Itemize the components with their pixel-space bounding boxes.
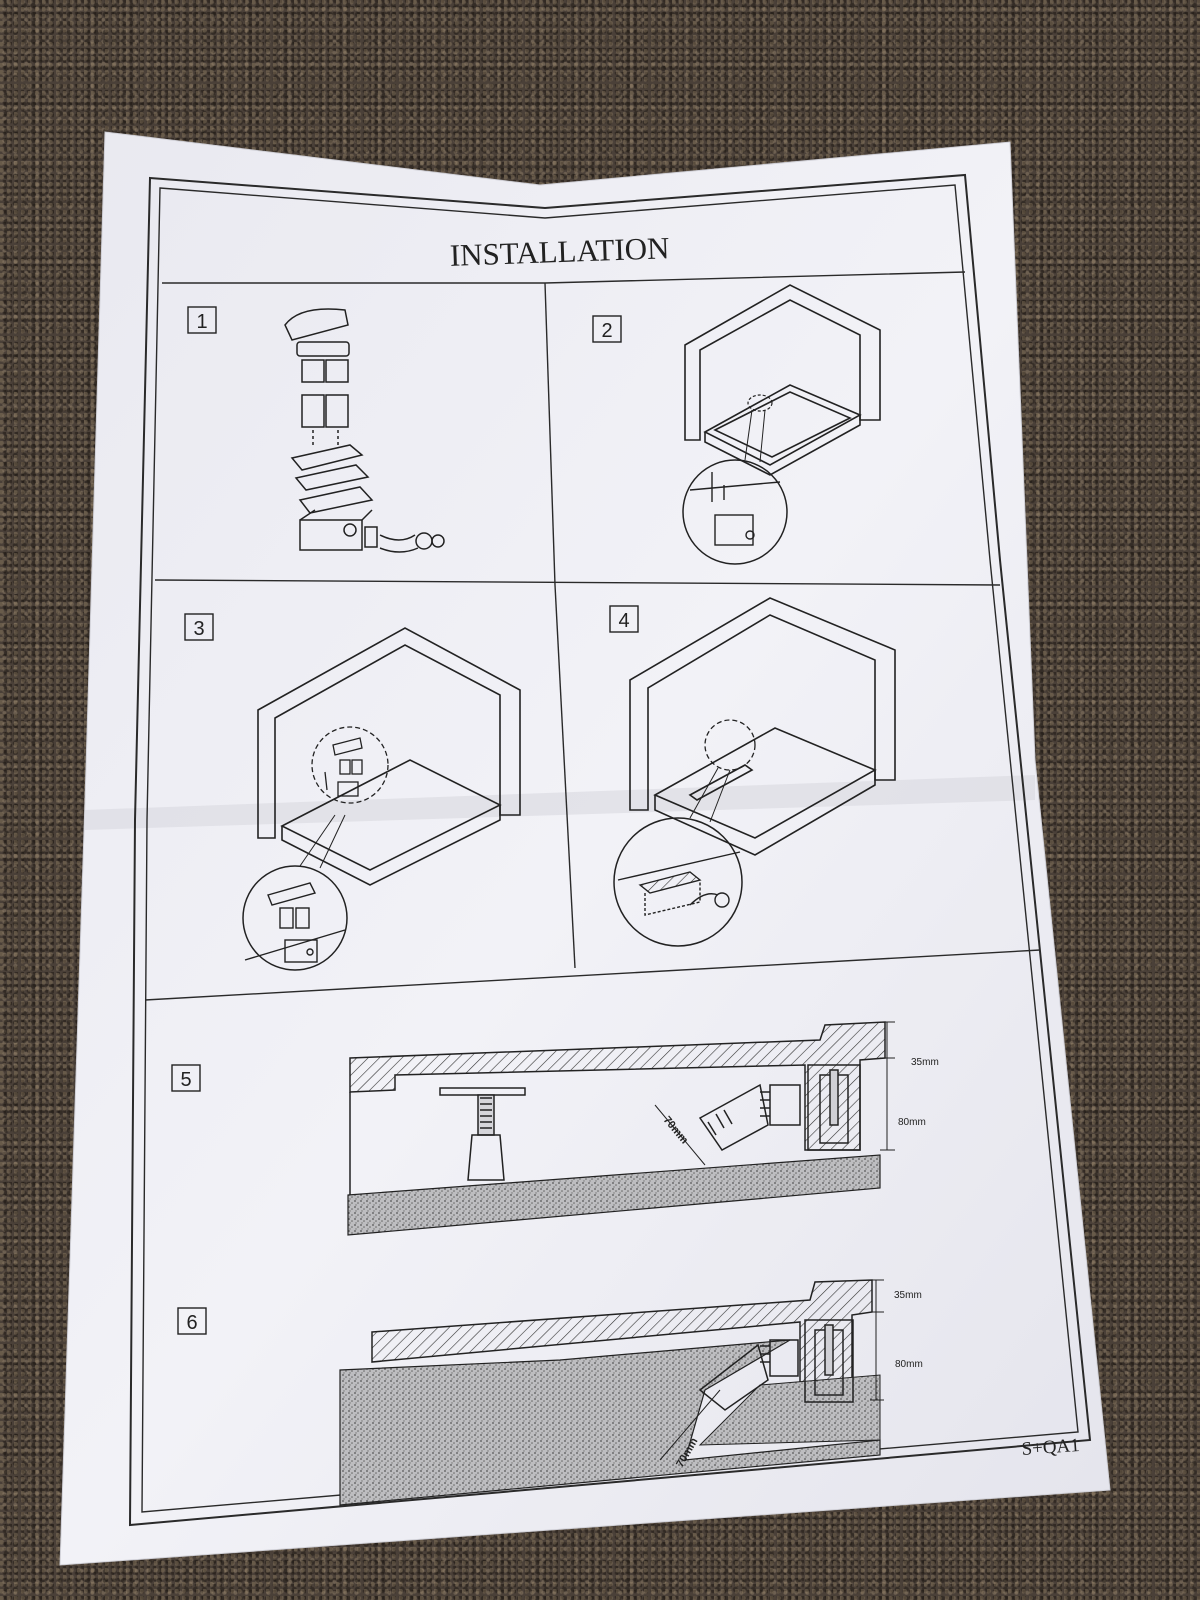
step-6-top-dimension: 35mm — [894, 1290, 922, 1301]
step-6-side-dimension: 80mm — [895, 1359, 923, 1370]
divider-row-2 — [144, 949, 1041, 1001]
step-6-floor — [339, 1339, 881, 1506]
inner-border — [141, 184, 1079, 1513]
step-4-panel: 4 — [609, 597, 896, 947]
step-1-drain-parts — [284, 308, 445, 553]
step-2-detail-circle — [682, 459, 788, 565]
step-6-pipe-dimension-line — [659, 1389, 721, 1461]
step-2-detail-drain — [689, 472, 781, 546]
step-3-detail-circle — [242, 865, 348, 971]
step-3-highlight-circle — [311, 726, 389, 804]
step-5-panel: 5 70mm 35mm 80mm — [171, 1021, 939, 1236]
step-2-panel: 2 — [592, 284, 881, 565]
step-5-drain-body — [698, 1064, 861, 1151]
step-4-highlight-circle — [704, 719, 756, 771]
step-5-pipe-dimension-line — [654, 1104, 706, 1166]
step-6-number: 6 — [186, 1312, 197, 1334]
divider-vertical-top — [544, 282, 556, 586]
step-4-detail-circle — [613, 817, 743, 947]
page-title: INSTALLATION — [449, 230, 670, 273]
step-2-number: 2 — [601, 320, 612, 342]
step-6-panel: 6 70mm 35mm 80mm — [177, 1279, 923, 1506]
step-3-number: 3 — [193, 618, 204, 640]
step-2-shower-corner — [684, 284, 881, 476]
model-code: S+QA1 — [1021, 1435, 1081, 1460]
step-4-shower-corner — [629, 597, 896, 856]
step-5-dimension-lines — [880, 1021, 895, 1151]
step-5-floor — [347, 1154, 881, 1236]
step-3-shower-corner — [257, 627, 521, 886]
step-5-side-dimension: 80mm — [898, 1117, 926, 1128]
step-4-number: 4 — [618, 610, 629, 632]
paper-fold-shadow — [85, 775, 1035, 830]
divider-row-1 — [154, 579, 1001, 586]
step-6-dimension-lines — [870, 1279, 884, 1401]
step-3-panel: 3 — [184, 613, 521, 971]
outer-border — [128, 173, 1092, 1527]
step-5-leg — [439, 1087, 526, 1181]
paper-sheet — [59, 131, 1111, 1566]
step-6-tray-section — [371, 1279, 873, 1403]
step-5-number: 5 — [180, 1069, 191, 1091]
step-5-top-dimension: 35mm — [911, 1057, 939, 1068]
step-1-panel: 1 — [187, 306, 445, 553]
step-6-drain-body — [698, 1319, 854, 1411]
step-1-number: 1 — [196, 311, 207, 333]
divider-vertical-mid — [554, 584, 576, 969]
